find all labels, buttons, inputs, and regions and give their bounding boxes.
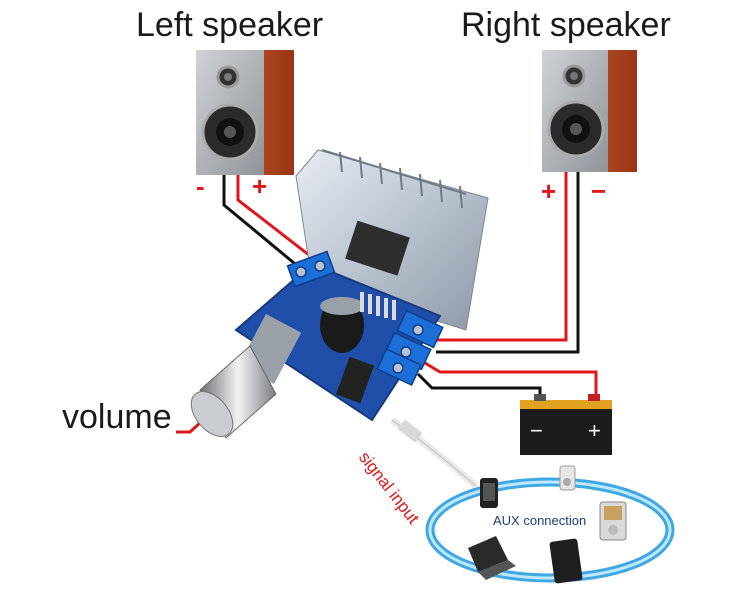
- signal-cable: [389, 417, 479, 489]
- right-speaker-plus: +: [541, 176, 557, 206]
- laptop-icon: [468, 536, 516, 580]
- right-speaker-label: Right speaker: [461, 6, 671, 44]
- capacitor: [320, 297, 364, 353]
- left-speaker-label: Left speaker: [136, 6, 324, 44]
- aux-devices: [425, 465, 675, 584]
- left-speaker: [196, 50, 294, 175]
- right-speaker: [542, 50, 637, 172]
- right-speaker-positive-wire: [432, 172, 568, 342]
- amplifier-board: [234, 250, 444, 422]
- volume-knob: [190, 314, 302, 439]
- left-speaker-plus: +: [252, 171, 268, 201]
- wires: [176, 172, 598, 434]
- speaker-terminal-left: [286, 250, 336, 288]
- left-speaker-positive-wire: [236, 175, 319, 264]
- battery-positive-wire: [419, 358, 598, 398]
- battery: − +: [520, 394, 612, 455]
- aux-connection-label: AUX connection: [493, 513, 587, 528]
- left-speaker-minus: -: [196, 171, 205, 201]
- mp3-player-icon: [599, 501, 627, 541]
- power-terminal: [376, 348, 422, 386]
- battery-plus-sign: +: [588, 418, 601, 443]
- right-speaker-minus: −: [591, 176, 607, 206]
- volume-label: volume: [62, 398, 172, 436]
- ic-chip: [360, 292, 396, 320]
- battery-negative-wire: [416, 372, 542, 400]
- ipod-icon: [559, 465, 576, 491]
- phone-icon: [480, 478, 498, 508]
- tablet-icon: [549, 538, 583, 584]
- left-speaker-negative-wire: [222, 175, 301, 270]
- audio-jack: [335, 356, 375, 404]
- right-speaker-negative-wire: [436, 172, 580, 354]
- battery-minus-sign: −: [530, 418, 543, 443]
